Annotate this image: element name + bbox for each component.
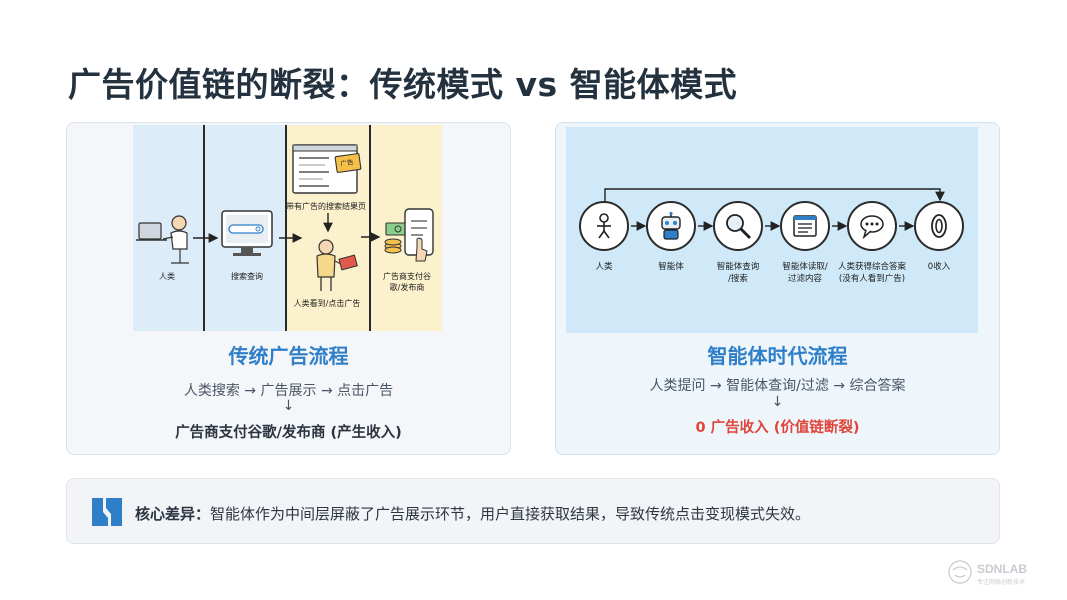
agent-step-label: 智能体查询 xyxy=(717,261,760,273)
page-title: 广告价值链的断裂：传统模式 vs 智能体模式 xyxy=(68,58,737,106)
watermark-brand: SDNLAB xyxy=(977,562,1027,576)
key-difference-box: 核心差异：智能体作为中间层屏蔽了广告展示环节，用户直接获取结果，导致传统点击变现… xyxy=(66,478,1000,544)
step-label-click: 人类看到/点击广告 xyxy=(294,298,361,309)
agent-step-label: 0收入 xyxy=(928,261,950,273)
agent-step-label: 智能体 xyxy=(658,261,684,273)
traditional-result-text: 广告商支付谷歌/发布商 (产生收入) xyxy=(67,421,510,442)
step-label-advertiser-2: 歌/发布商 xyxy=(390,282,425,293)
agent-flow-text: 人类提问 → 智能体查询/过滤 → 综合答案 xyxy=(556,375,999,395)
split-icon xyxy=(90,496,122,528)
key-difference-text: 核心差异：智能体作为中间层屏蔽了广告展示环节，用户直接获取结果，导致传统点击变现… xyxy=(135,503,810,524)
agent-flow-card: 人类 智能体 智能体查询 /搜索 智能体读取/ 过滤内容 人类获得综合答案 (没… xyxy=(555,122,1000,455)
zero-coin-icon xyxy=(914,201,964,251)
agent-result-text: 0 广告收入 (价值链断裂) xyxy=(556,416,999,437)
key-difference-label: 核心差异： xyxy=(135,505,210,523)
agent-step-label: 智能体读取/ xyxy=(782,261,827,273)
step-label-advertiser-1: 广告商支付谷 xyxy=(383,271,431,282)
person-clicking-ad-icon xyxy=(317,240,357,291)
person-icon xyxy=(579,201,629,251)
search-monitor-icon xyxy=(222,211,272,256)
ad-tag-label: 广告 xyxy=(340,157,354,170)
agent-step-label: 人类 xyxy=(595,261,612,273)
watermark-tagline: 专注网络创新技术 xyxy=(977,578,1025,586)
down-arrow: ↓ xyxy=(67,398,510,414)
step-label-results-page: 带有广告的搜索结果页 xyxy=(286,201,366,212)
magnifier-icon xyxy=(713,201,763,251)
agent-step-label: /搜索 xyxy=(728,273,748,285)
agent-flow-illustration: 人类 智能体 智能体查询 /搜索 智能体读取/ 过滤内容 人类获得综合答案 (没… xyxy=(566,127,978,333)
traditional-flow-drawing xyxy=(133,125,442,331)
down-arrow: ↓ xyxy=(556,394,999,410)
robot-icon xyxy=(646,201,696,251)
results-page-icon xyxy=(293,145,361,193)
traditional-flow-text: 人类搜索 → 广告展示 → 点击广告 xyxy=(67,380,510,400)
traditional-flow-card: 人类 搜索查询 带有广告的搜索结果页 广告 人类看到/点击广告 广告商支付谷 歌… xyxy=(66,122,511,455)
agent-heading: 智能体时代流程 xyxy=(556,340,999,369)
agent-step-label: (没有人看到广告) xyxy=(839,273,905,285)
step-label-human: 人类 xyxy=(159,271,175,282)
step-label-search: 搜索查询 xyxy=(231,271,263,282)
traditional-heading: 传统广告流程 xyxy=(67,340,510,369)
agent-step-label: 人类获得综合答案 xyxy=(838,261,906,273)
person-at-laptop-icon xyxy=(136,216,189,263)
payment-icon xyxy=(385,209,433,261)
chat-bubble-icon xyxy=(847,201,897,251)
key-difference-body: 智能体作为中间层屏蔽了广告展示环节，用户直接获取结果，导致传统点击变现模式失效。 xyxy=(210,505,810,523)
document-icon xyxy=(780,201,830,251)
agent-step-label: 过滤内容 xyxy=(788,273,822,285)
sdnlab-logo: SDNLAB 专注网络创新技术 xyxy=(947,557,1057,589)
traditional-flow-illustration: 人类 搜索查询 带有广告的搜索结果页 广告 人类看到/点击广告 广告商支付谷 歌… xyxy=(133,125,442,331)
